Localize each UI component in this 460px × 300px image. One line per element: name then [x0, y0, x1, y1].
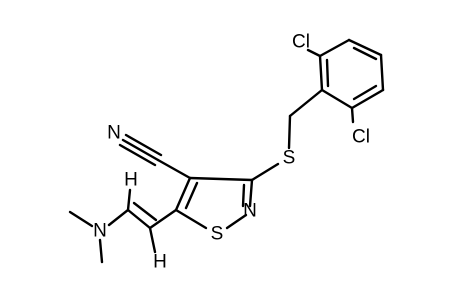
atom-cl-bottom: Cl: [352, 127, 370, 148]
bond-c-cl-bottom: [350, 106, 355, 124]
bond-vinyl-h-upper: [126, 188, 132, 212]
benzene-ring: [318, 38, 385, 110]
atom-n-nitrile: N: [107, 123, 121, 144]
bond-c4-c5-double: [184, 181, 199, 210]
bond-ring-6: [318, 54, 324, 92]
bond-n-methyl-upper: [68, 210, 94, 228]
atom-cl-top: Cl: [292, 32, 310, 53]
bond-n-s: [225, 213, 248, 230]
bond-ring-5: [320, 88, 354, 110]
bond-ring-4: [350, 88, 385, 110]
bond-s-c3: [250, 162, 280, 182]
atom-h-upper: H: [124, 170, 138, 191]
bond-vinyl-double-2: [132, 201, 158, 222]
bond-ch2-s: [287, 114, 292, 150]
atom-n-ring: N: [243, 201, 257, 222]
bond-c3-c4: [188, 176, 254, 182]
bond-cn-triple-2: [124, 133, 163, 157]
bond-vinyl-h-lower: [148, 226, 157, 254]
bond-c3-n-double: [241, 183, 246, 208]
bond-cn-triple-3: [118, 143, 157, 167]
bond-vinyl-n: [107, 208, 130, 227]
bond-c4-c5: [174, 176, 192, 212]
bond-ring-1: [318, 38, 351, 58]
bond-vinyl-double: [126, 208, 152, 230]
bond-ring-inner-1: [352, 46, 378, 61]
bond-ring-inner-2: [352, 84, 378, 101]
bond-ring-ch2: [288, 88, 324, 118]
bond-ring-3: [379, 53, 385, 92]
bond-cn-triple-1: [121, 138, 160, 162]
atom-s-thioether: S: [283, 148, 296, 169]
bond-s-c5: [174, 208, 208, 230]
bond-c3-n: [248, 178, 254, 208]
isothiazole-ring: [174, 176, 254, 230]
bond-c5-vinyl: [148, 208, 178, 230]
atom-n-amine: N: [93, 221, 107, 242]
bond-n-methyl-lower: [98, 238, 104, 264]
atom-h-lower: H: [153, 252, 167, 273]
bond-c4-cn: [156, 158, 192, 180]
atom-s-ring: S: [211, 224, 224, 245]
bond-c-cl-top: [306, 48, 322, 58]
bond-ring-2: [347, 38, 383, 57]
bond-ring-inner-3: [325, 58, 330, 88]
